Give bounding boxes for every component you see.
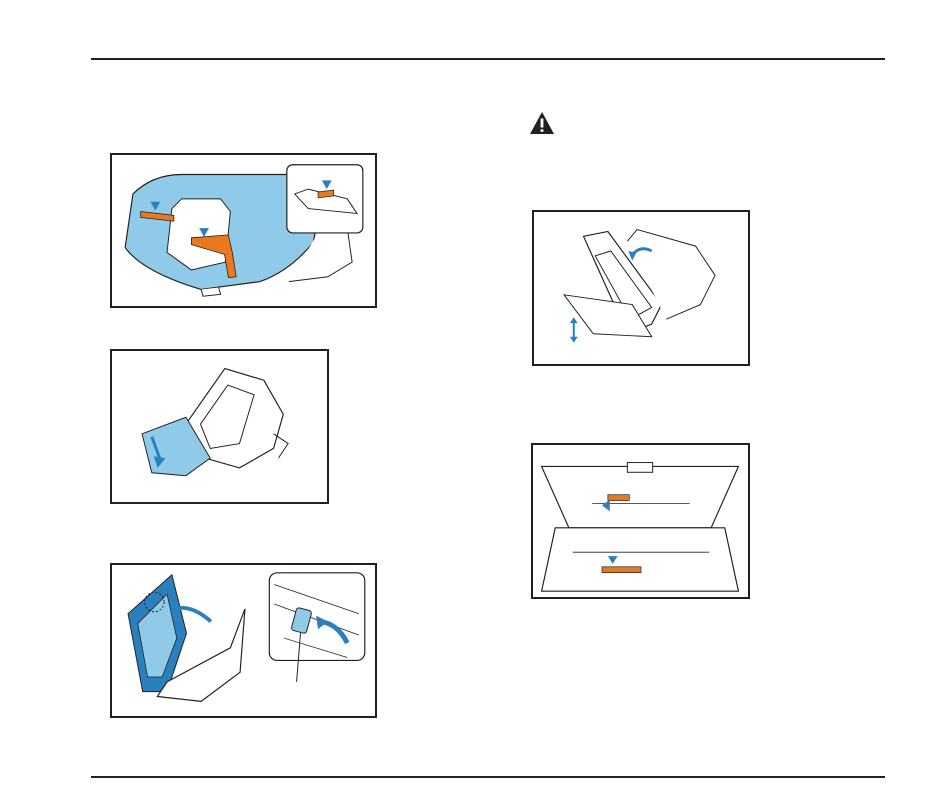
warning-triangle-icon — [529, 111, 555, 135]
figure-remove-packing-tape — [110, 153, 377, 308]
figure-open-document-feed-tray — [110, 349, 329, 504]
figure-adjust-eject-tray — [532, 210, 750, 366]
figure-open-front-unit — [110, 563, 377, 718]
figure-remove-inner-tape — [531, 443, 750, 599]
header-rule — [91, 58, 885, 60]
footer-rule — [91, 776, 885, 778]
